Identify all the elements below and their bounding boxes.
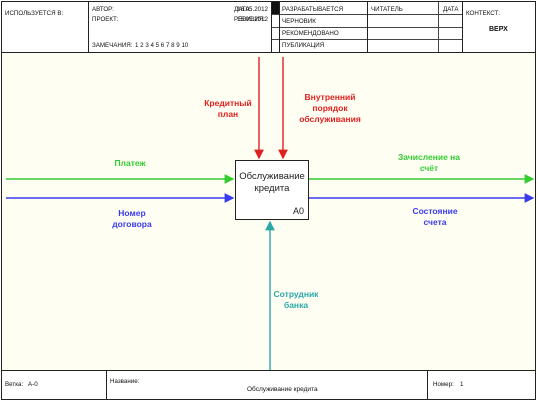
node-value: A-0 bbox=[28, 381, 38, 388]
status-draft: ЧЕРНОВИК bbox=[282, 18, 316, 25]
activity-box[interactable]: Обслуживание кредита A0 bbox=[235, 160, 309, 220]
label-payment: Платеж bbox=[114, 158, 146, 168]
revision-label: РЕВИЗИЯ: bbox=[234, 16, 266, 23]
context-label: КОНТЕКСТ: bbox=[466, 10, 501, 17]
status-publication: ПУБЛИКАЦИЯ bbox=[282, 42, 325, 49]
reader-label: ЧИТАТЕЛЬ bbox=[371, 6, 403, 13]
diagram-footer: Ветка: A-0 Название: Обслуживание кредит… bbox=[2, 370, 535, 399]
activity-id: A0 bbox=[292, 206, 304, 216]
footer-node-cell: Ветка: A-0 bbox=[2, 371, 107, 399]
status-checkbox-column bbox=[272, 2, 280, 52]
name-label: Название: bbox=[110, 378, 140, 385]
name-value: Обслуживание кредита bbox=[247, 386, 318, 393]
notes-numbers: 1 2 3 4 5 6 7 8 9 10 bbox=[135, 42, 189, 49]
context-cell: КОНТЕКСТ: ВЕРХ bbox=[463, 2, 537, 52]
label-account-state: Состояние счета bbox=[412, 206, 458, 227]
label-contract-number: Номер договора bbox=[112, 208, 152, 229]
status-recommended: РЕКОМЕНДОВАНО bbox=[282, 30, 339, 37]
used-at-label: ИСПОЛЬЗУЕТСЯ В: bbox=[5, 10, 64, 17]
project-label: ПРОЕКТ: bbox=[92, 16, 119, 23]
node-label: Ветка: bbox=[5, 381, 24, 388]
status-cell: РАЗРАБАТЫВАЕТСЯ ЧЕРНОВИК РЕКОМЕНДОВАНО П… bbox=[280, 2, 368, 52]
label-credited: Зачисление на счёт bbox=[397, 152, 461, 173]
status-in-work-marker bbox=[272, 2, 279, 14]
label-bank-employee: Сотрудник банка bbox=[273, 289, 319, 310]
date-value: 16.05.2012 bbox=[237, 6, 268, 13]
number-label: Номер: bbox=[433, 381, 454, 388]
activity-title: Обслуживание кредита bbox=[239, 171, 305, 194]
revision-value: 16.05.2012 bbox=[237, 16, 268, 23]
header-used-at-cell: ИСПОЛЬЗУЕТСЯ В: bbox=[2, 2, 89, 52]
number-value: 1 bbox=[460, 381, 464, 388]
label-internal-procedure: Внутренний порядок обслуживания bbox=[299, 92, 361, 124]
context-value: ВЕРХ bbox=[489, 26, 508, 33]
reader-cell: ЧИТАТЕЛЬ ДАТА bbox=[368, 2, 463, 52]
date-label: ДАТА: bbox=[234, 6, 252, 13]
footer-name-cell: Название: Обслуживание кредита bbox=[107, 371, 428, 399]
label-credit-plan: Кредитный план bbox=[204, 98, 252, 119]
author-label: АВТОР: bbox=[92, 6, 114, 13]
reader-date-label: ДАТА bbox=[443, 6, 459, 13]
diagram-header: ИСПОЛЬЗУЕТСЯ В: АВТОР: ПРОЕКТ: ДАТА: РЕВ… bbox=[2, 2, 535, 53]
status-in-work: РАЗРАБАТЫВАЕТСЯ bbox=[282, 6, 344, 13]
footer-number-cell: Номер: 1 bbox=[428, 371, 537, 399]
header-author-cell: АВТОР: ПРОЕКТ: ДАТА: РЕВИЗИЯ: ЗАМЕЧАНИЯ:… bbox=[89, 2, 272, 52]
notes-label: ЗАМЕЧАНИЯ: bbox=[92, 42, 133, 49]
